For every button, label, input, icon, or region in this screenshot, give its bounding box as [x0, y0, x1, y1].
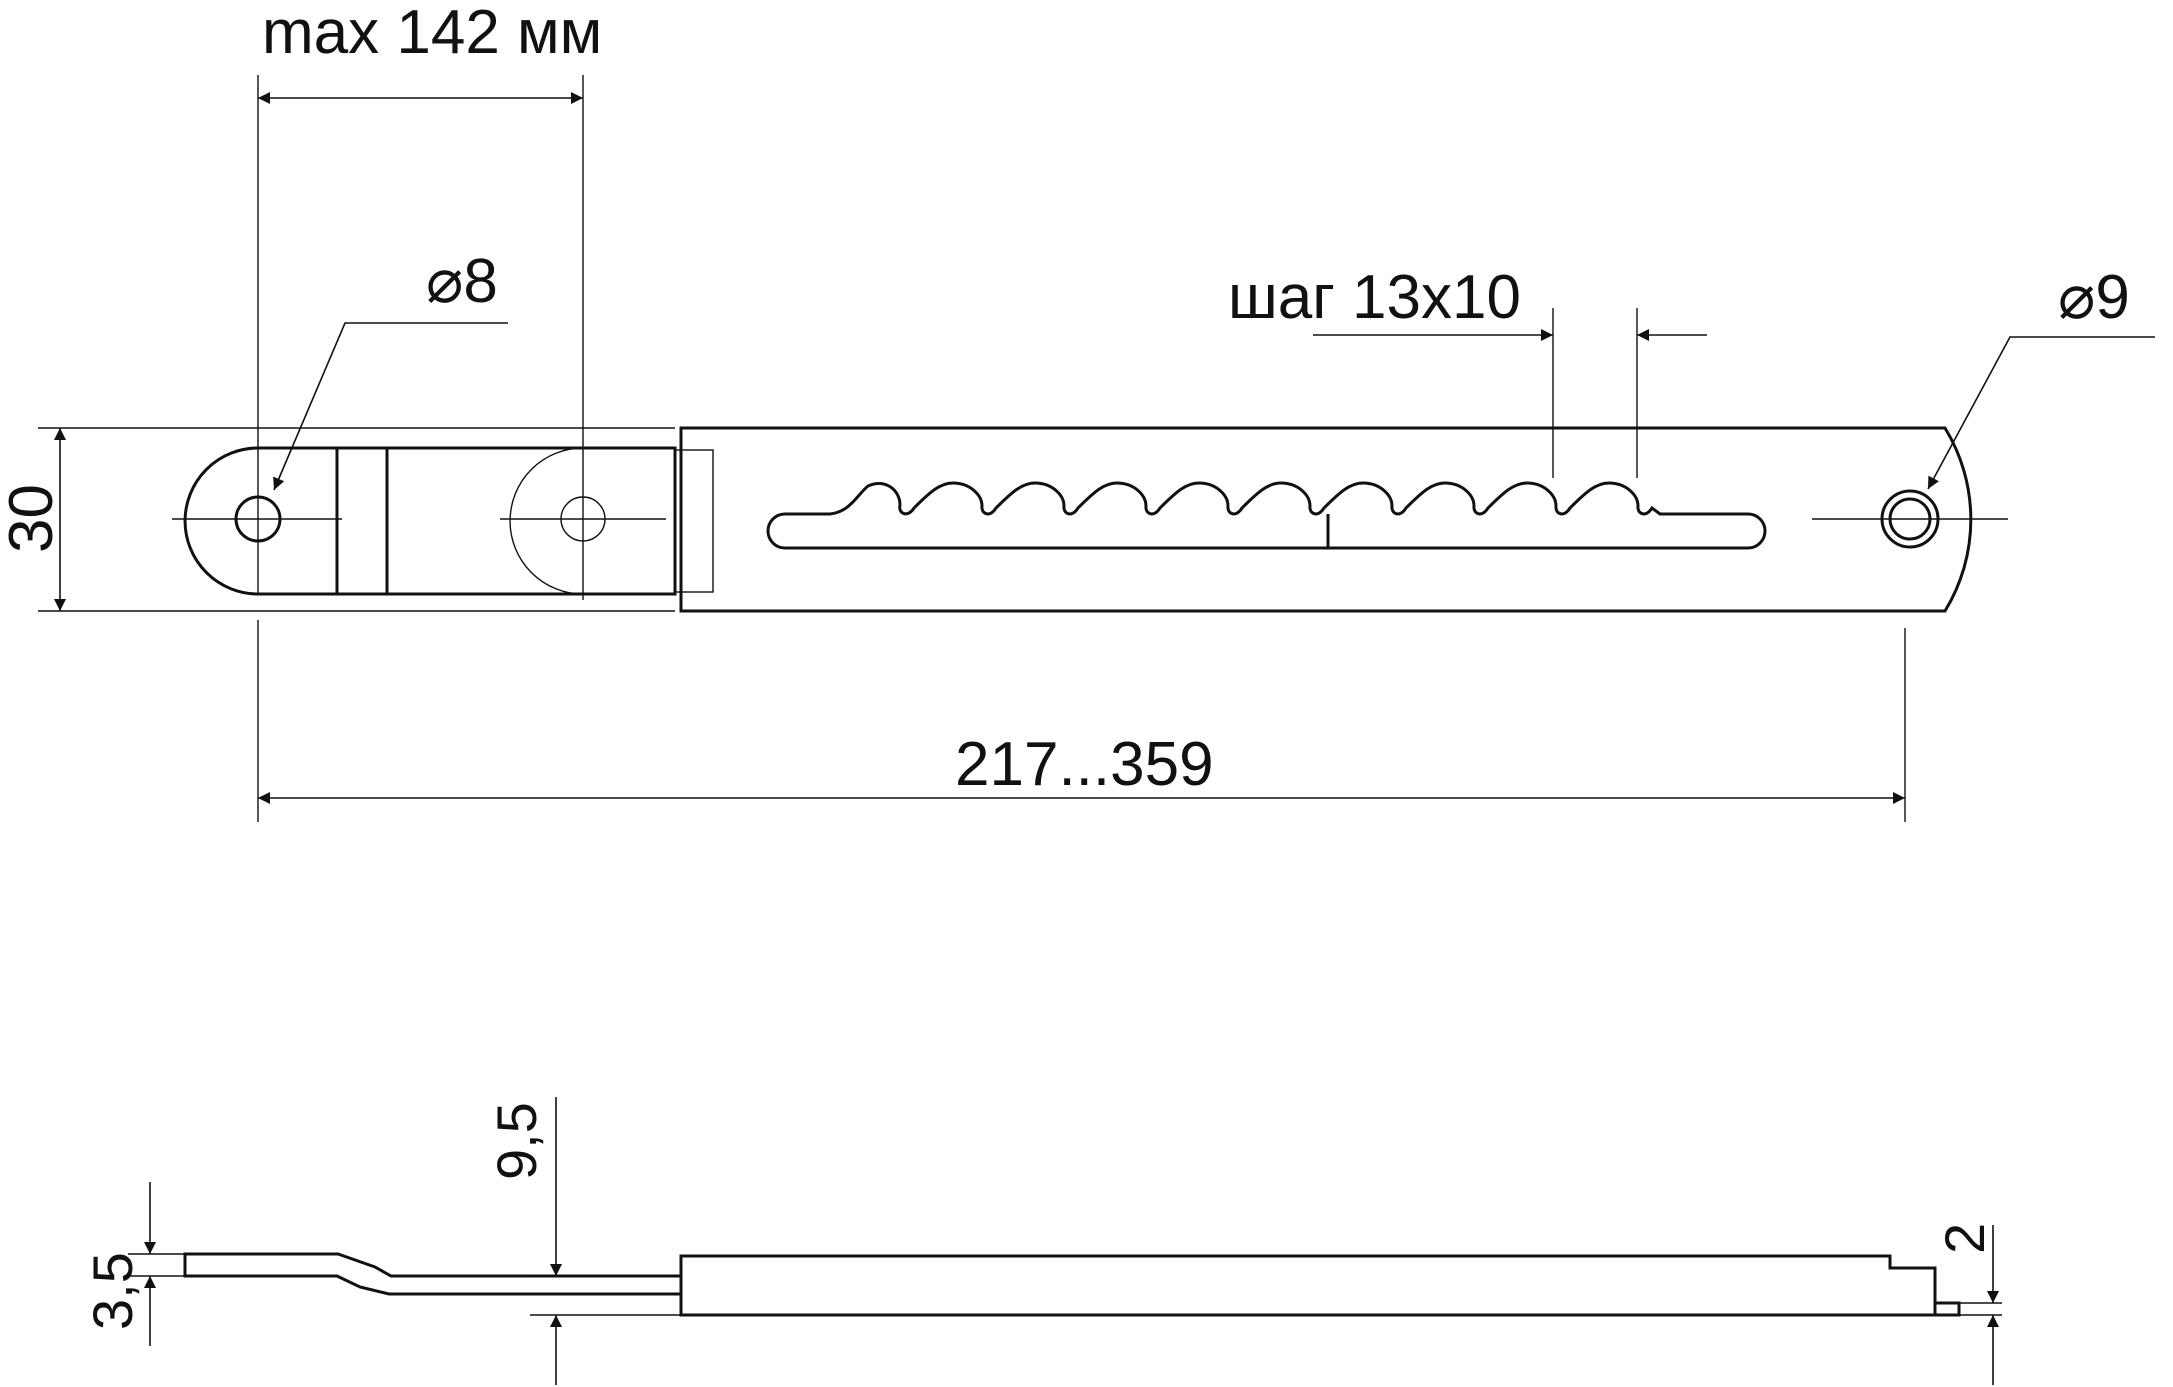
left-diameter-leader: [273, 322, 508, 491]
main-bar-outline: [679, 426, 1973, 613]
left-tongue-outline: [183, 446, 677, 596]
step-label: шаг 13x10: [1228, 263, 1521, 332]
side-bar-profile: [679, 1254, 1937, 1317]
side-dim-lines: [144, 1097, 1999, 1385]
side-tongue-profile: [183, 1252, 683, 1296]
side-extension-lines: [128, 1253, 2002, 1316]
max-extension-label: max 142 мм: [262, 0, 602, 67]
right-diameter-label: ⌀9: [2058, 263, 2130, 332]
thickness-right-label: 2: [1933, 1223, 1996, 1254]
toothed-slot: [766, 481, 1767, 550]
top-view: [38, 75, 2155, 822]
extension-lines: [38, 75, 1906, 822]
right-diameter-leader: [1927, 336, 2155, 490]
length-label: 217...359: [955, 730, 1214, 799]
left-diameter-label: ⌀8: [426, 247, 498, 316]
hidden-position: [509, 447, 714, 595]
height-label: 30: [0, 484, 66, 553]
offset-top-label: 9,5: [485, 1102, 548, 1180]
thickness-left-label: 3,5: [81, 1252, 144, 1330]
side-end-tab: [1933, 1301, 1961, 1317]
side-view: [128, 1097, 2002, 1385]
